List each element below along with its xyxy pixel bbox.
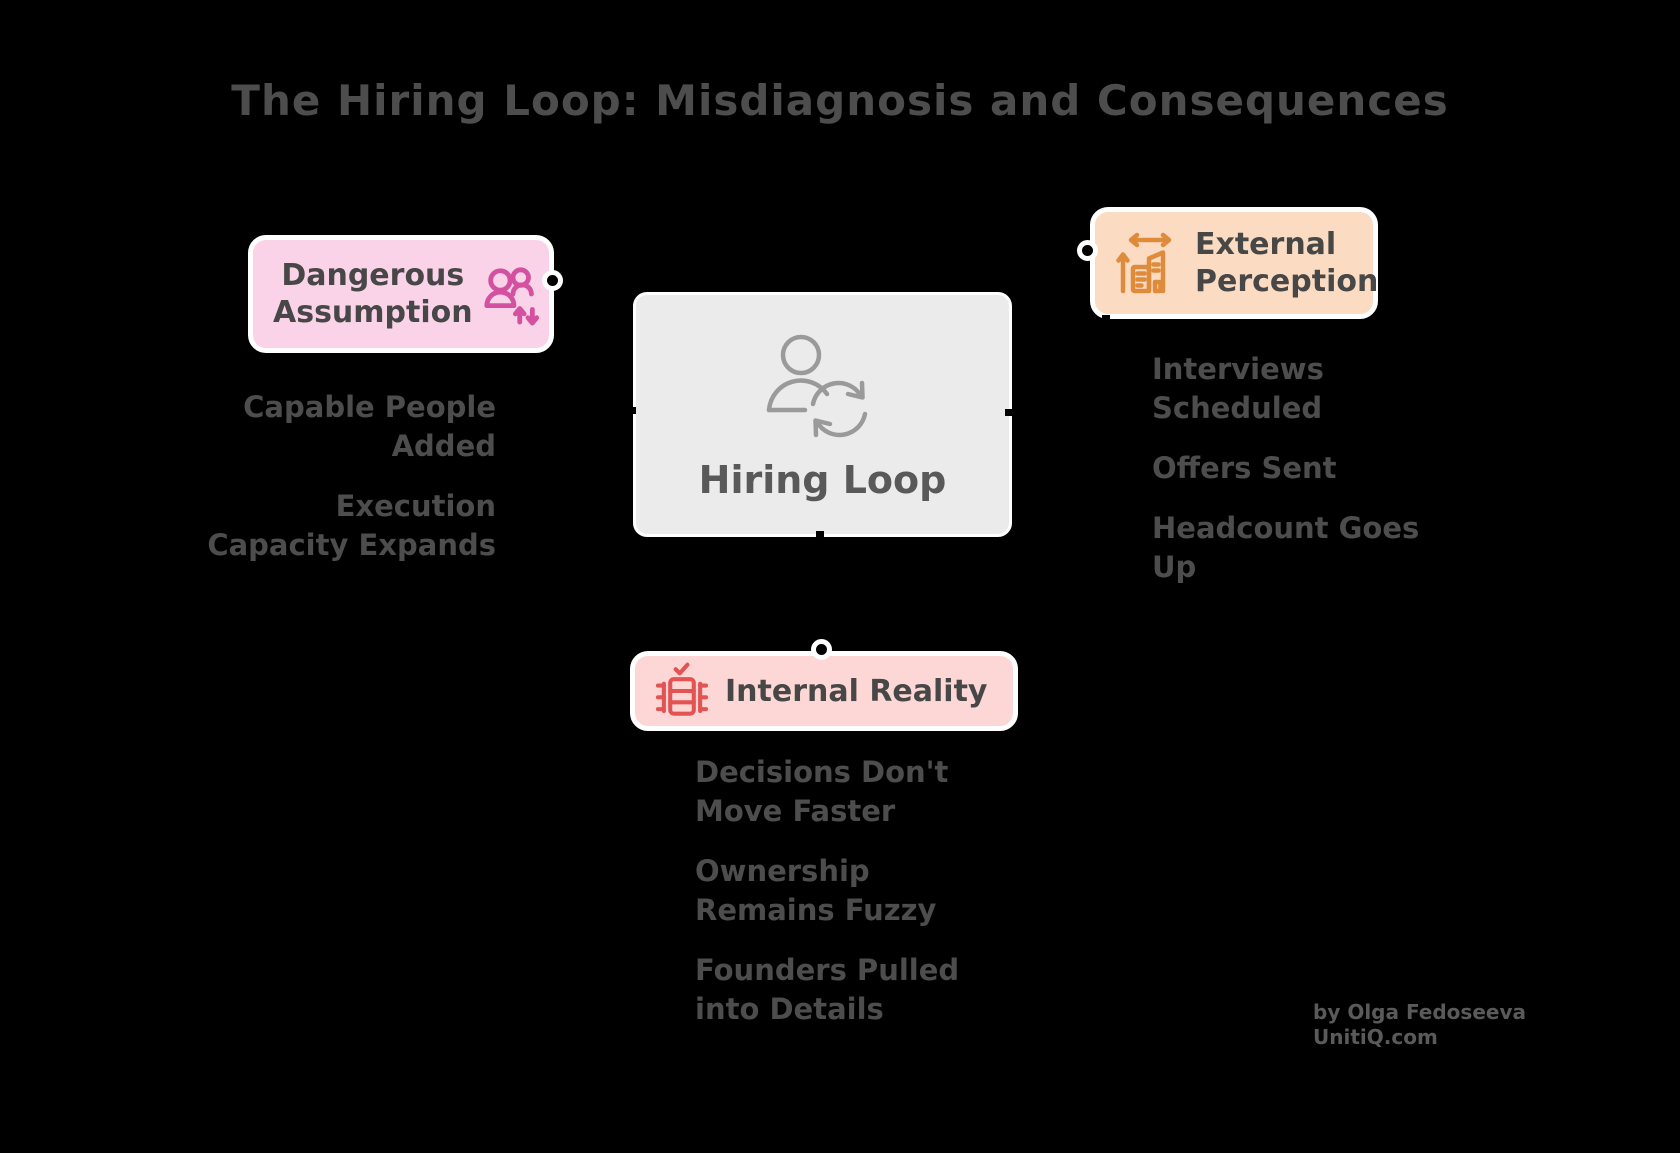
connector-dot <box>811 639 832 660</box>
list-item: Founders Pulled into Details <box>695 953 960 1026</box>
task-board-check-icon <box>653 662 711 720</box>
person-refresh-icon <box>743 330 903 452</box>
list-item: Execution Capacity Expands <box>207 489 496 562</box>
connector-tick <box>1005 409 1013 416</box>
list-item: Interviews Scheduled <box>1152 352 1324 425</box>
node-external-perception-label: External Perception <box>1195 227 1379 299</box>
internal-reality-list: Decisions Don't Move Faster Ownership Re… <box>695 753 1035 1050</box>
dangerous-assumption-list: Capable People Added Execution Capacity … <box>170 388 496 586</box>
external-perception-list: Interviews Scheduled Offers Sent Headcou… <box>1152 350 1492 608</box>
attribution: by Olga Fedoseeva UnitiQ.com <box>1313 1000 1526 1050</box>
node-external-perception: External Perception <box>1090 207 1378 319</box>
attribution-site: UnitiQ.com <box>1313 1025 1438 1049</box>
node-dangerous-assumption-label: Dangerous Assumption <box>273 258 473 330</box>
node-dangerous-assumption: Dangerous Assumption <box>248 235 554 353</box>
list-item: Headcount Goes Up <box>1152 511 1420 584</box>
connector-dot <box>542 270 563 291</box>
list-item: Decisions Don't Move Faster <box>695 755 949 828</box>
connector-tick <box>816 531 824 538</box>
connector-dot <box>1077 240 1098 261</box>
node-internal-reality-label: Internal Reality <box>725 673 988 709</box>
connector-tick <box>600 366 608 373</box>
people-trend-arrows-icon <box>481 262 543 326</box>
list-item: Capable People Added <box>243 390 496 463</box>
node-internal-reality: Internal Reality <box>630 651 1018 731</box>
connector-tick <box>628 407 636 414</box>
page-title: The Hiring Loop: Misdiagnosis and Conseq… <box>231 76 1449 125</box>
list-item: Offers Sent <box>1152 451 1337 485</box>
list-item: Ownership Remains Fuzzy <box>695 854 937 927</box>
connector-tick <box>1102 315 1110 322</box>
company-growth-icon <box>1115 231 1179 295</box>
node-hiring-loop-label: Hiring Loop <box>698 458 947 502</box>
node-hiring-loop: Hiring Loop <box>633 292 1012 537</box>
attribution-author: by Olga Fedoseeva <box>1313 1000 1526 1024</box>
